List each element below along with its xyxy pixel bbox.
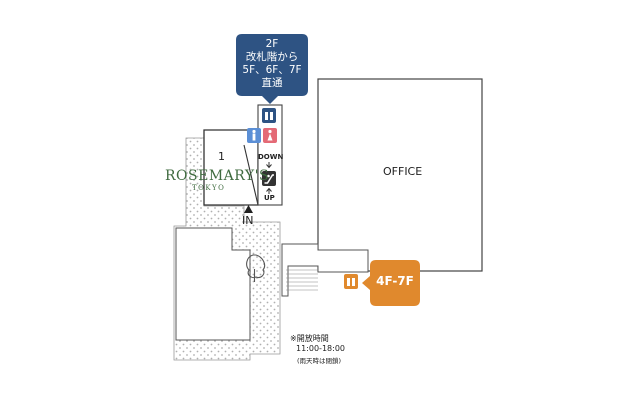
- elevator-icon: [262, 108, 276, 123]
- restroom-women-icon: [263, 128, 277, 143]
- down-arrow-icon: [266, 162, 272, 169]
- restroom-men-icon: [247, 128, 261, 143]
- entrance-label: IN: [242, 214, 254, 227]
- up-arrow-icon: [244, 205, 253, 213]
- office-label: OFFICE: [383, 165, 423, 178]
- brand-name: ROSEMARY'S: [165, 168, 270, 184]
- office-area: [317, 78, 483, 272]
- escalator-up-label: UP: [264, 194, 275, 202]
- floor-2-line-2: 改札階から: [245, 51, 299, 63]
- floor-2-line-4: 直通: [261, 77, 283, 89]
- tree-icon: [246, 254, 266, 282]
- floors-4-7-callout: 4F-7F: [376, 274, 414, 288]
- floors-4-7-callout-bubble: [362, 260, 420, 306]
- escalator-icon: [262, 171, 276, 186]
- escalator-down-label: DOWN: [258, 153, 284, 161]
- floor-2-callout-bubble: [236, 34, 308, 104]
- building-outline: [175, 227, 251, 341]
- escalator-corridor: [257, 104, 283, 206]
- floor-2-line-1: 2F: [265, 38, 279, 50]
- shop-number-label: 1: [218, 150, 225, 163]
- hours-title: ※開放時間: [290, 334, 329, 343]
- up-arrow-small-icon: [266, 187, 272, 194]
- hours-time: 11:00-18:00: [296, 344, 345, 353]
- floor-2-callout: 2F 改札階から 5F、6F、7F 直通: [236, 38, 308, 90]
- hours-note: (雨天時は閉鎖): [297, 357, 342, 365]
- elevator-icon: [344, 274, 358, 289]
- floor-2-line-3: 5F、6F、7F: [242, 64, 302, 76]
- shop-1-diagonal-wall: [243, 144, 259, 206]
- brand-city: TOKYO: [192, 184, 226, 192]
- walkway: [281, 243, 369, 297]
- walkway-stairs: [286, 269, 318, 291]
